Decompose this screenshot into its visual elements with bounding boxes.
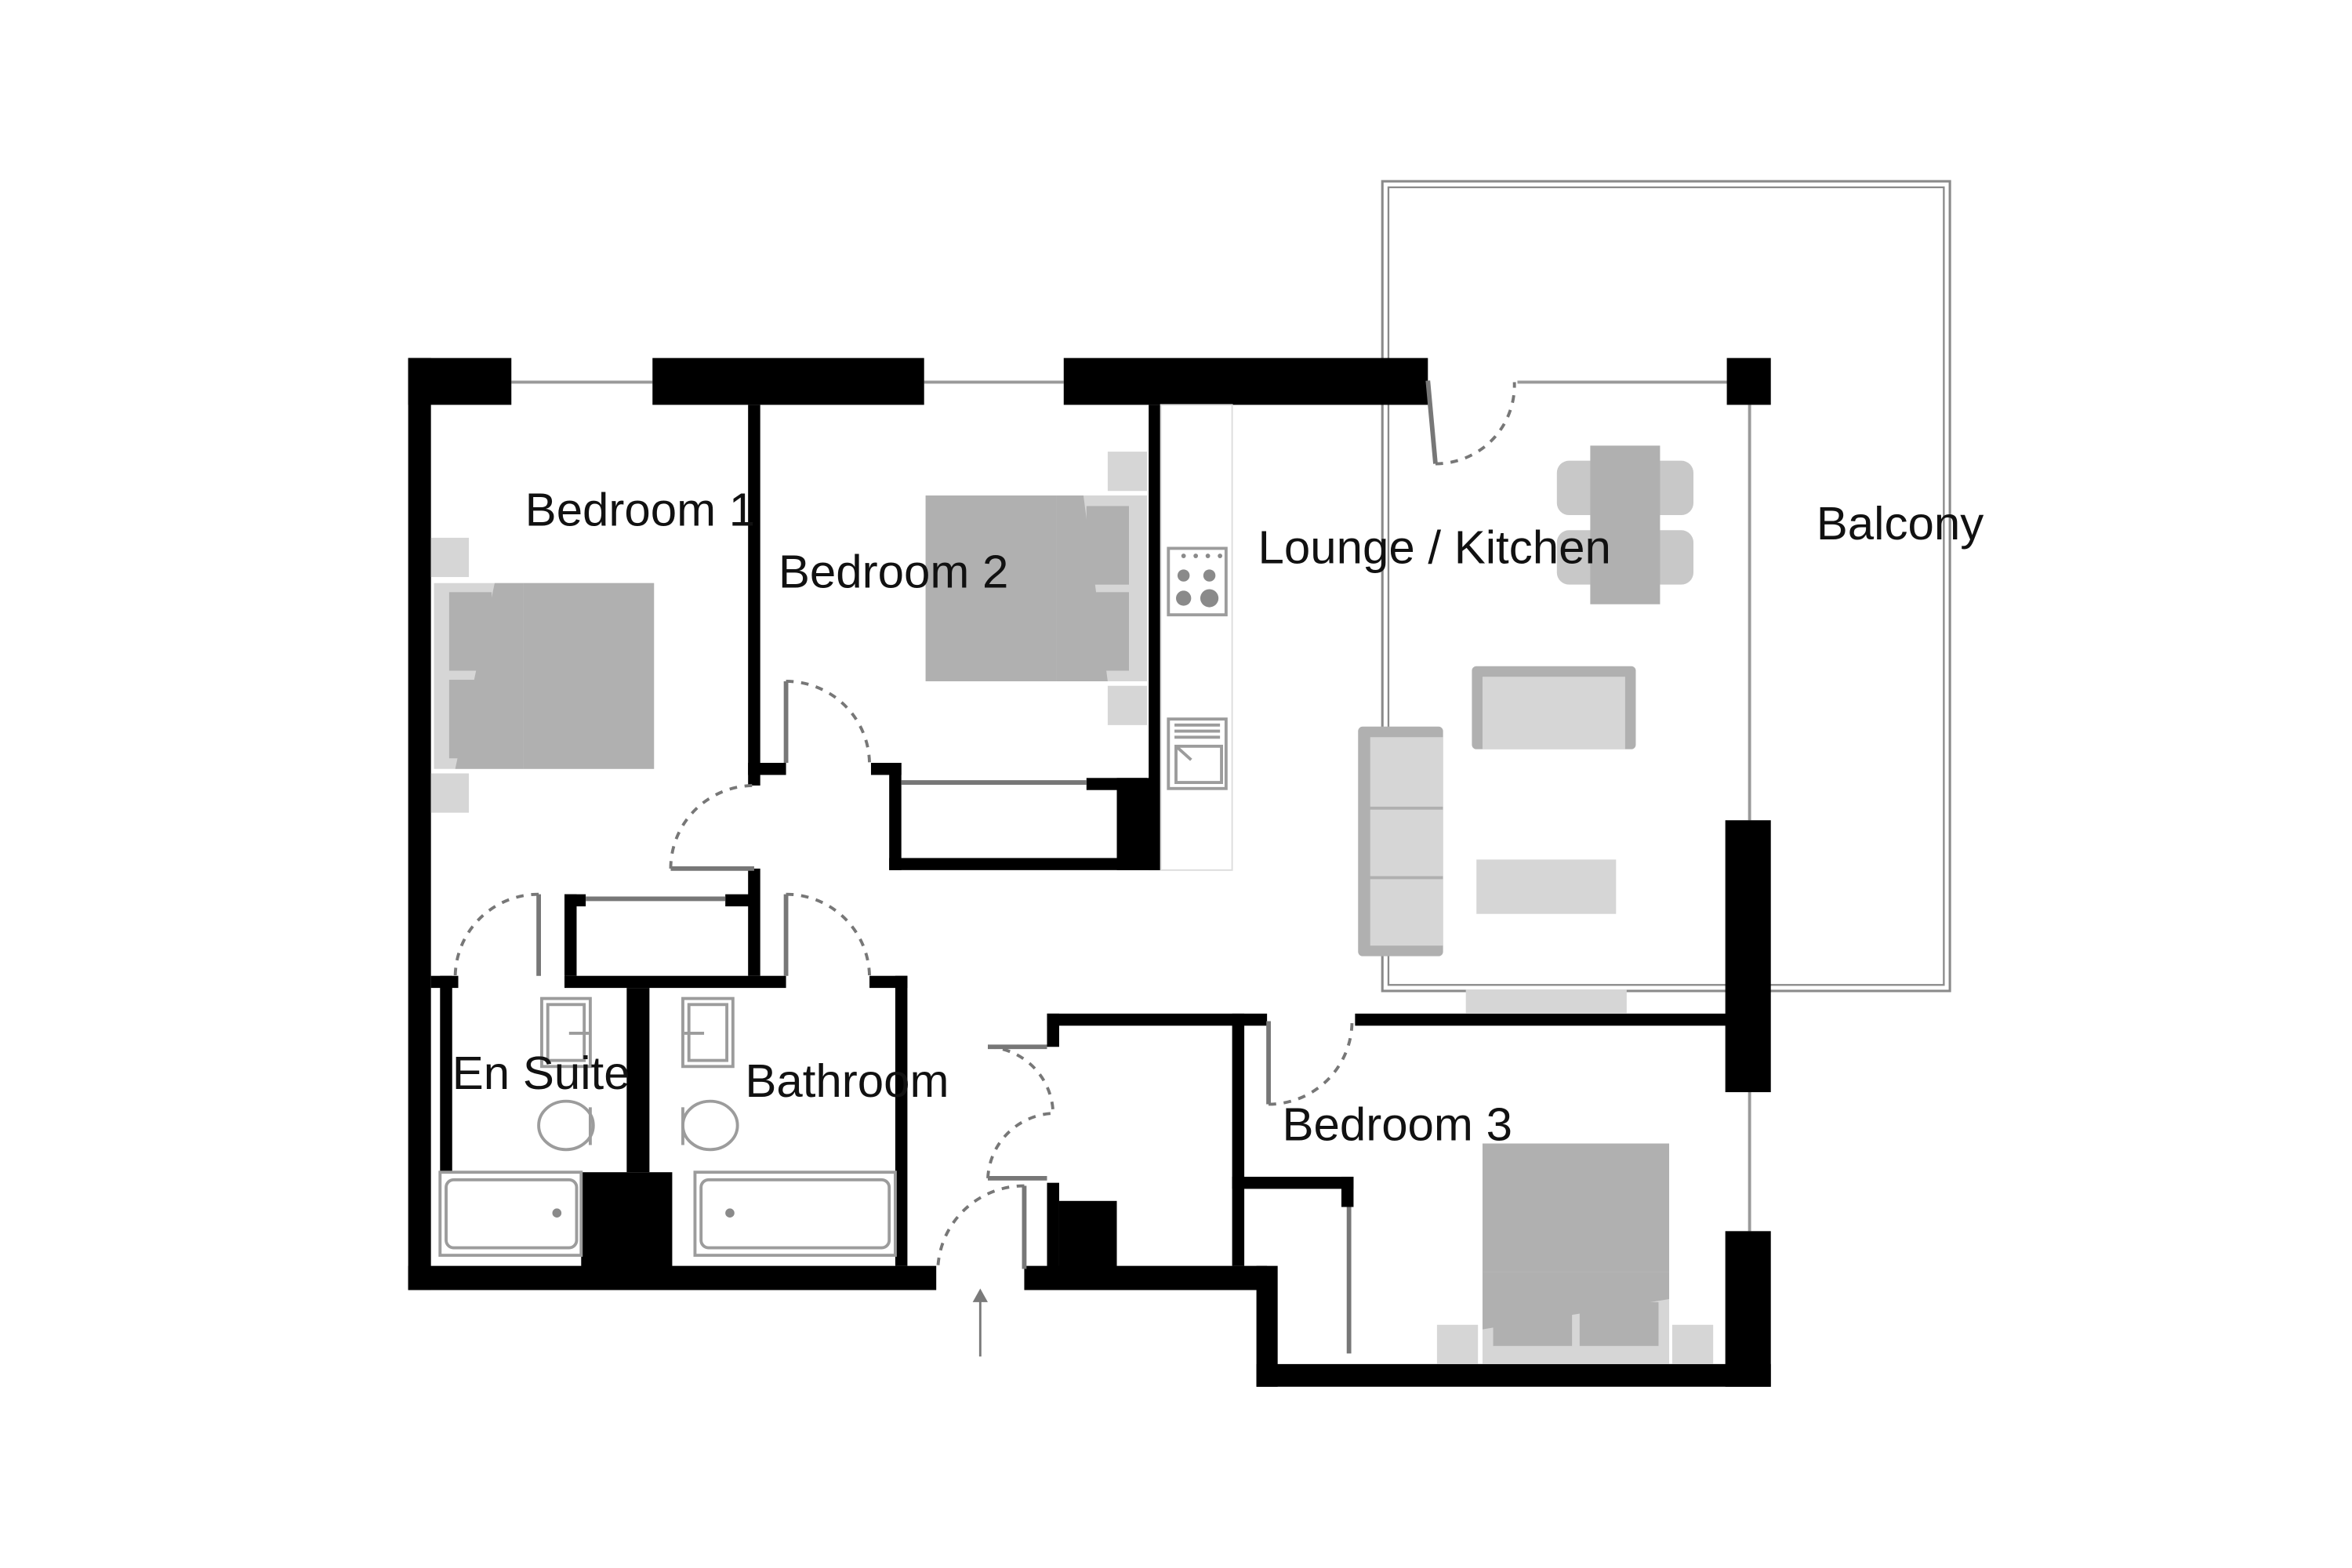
bedroom-3-door[interactable] [1266, 1021, 1354, 1106]
balcony-area [1381, 180, 1951, 993]
windows [511, 380, 1751, 1232]
coffee-table [1476, 859, 1617, 914]
kitchen-sink [1167, 717, 1228, 790]
tv-unit [1465, 989, 1627, 1014]
hob [1167, 546, 1228, 617]
bathroom-door[interactable] [783, 892, 871, 976]
sofa [1472, 666, 1636, 750]
entrance-door[interactable] [936, 1184, 1027, 1272]
bedroom-1-bed [430, 537, 655, 813]
cupboard-door[interactable] [986, 1044, 1055, 1181]
room-label-bedroom-2: Bedroom 2 [779, 546, 1008, 598]
bathroom-fixtures [681, 996, 897, 1258]
room-label-bedroom-1: Bedroom 1 [525, 484, 755, 536]
room-label-lounge-kitchen: Lounge / Kitchen [1258, 521, 1611, 574]
entrance-arrow-icon [972, 1288, 988, 1357]
room-label-balcony: Balcony [1817, 497, 1984, 550]
room-label-bathroom: Bathroom [745, 1054, 949, 1107]
sofa-long [1358, 726, 1443, 956]
bedroom-1-door[interactable] [669, 784, 754, 871]
room-label-en-suite: En Suite [452, 1047, 630, 1099]
kitchen-counter [1160, 404, 1233, 871]
en-suite-fixtures [438, 996, 595, 1258]
bedroom-2-bed [925, 452, 1148, 725]
dining-table [1556, 445, 1693, 604]
doors [453, 380, 1516, 1354]
en-suite-door[interactable] [453, 892, 541, 976]
bedroom-3-bed [1436, 1143, 1714, 1364]
bedroom-2-door[interactable] [783, 680, 871, 764]
room-label-bedroom-3: Bedroom 3 [1282, 1098, 1512, 1151]
walls [408, 358, 1771, 1387]
balcony-door[interactable] [1425, 380, 1516, 466]
